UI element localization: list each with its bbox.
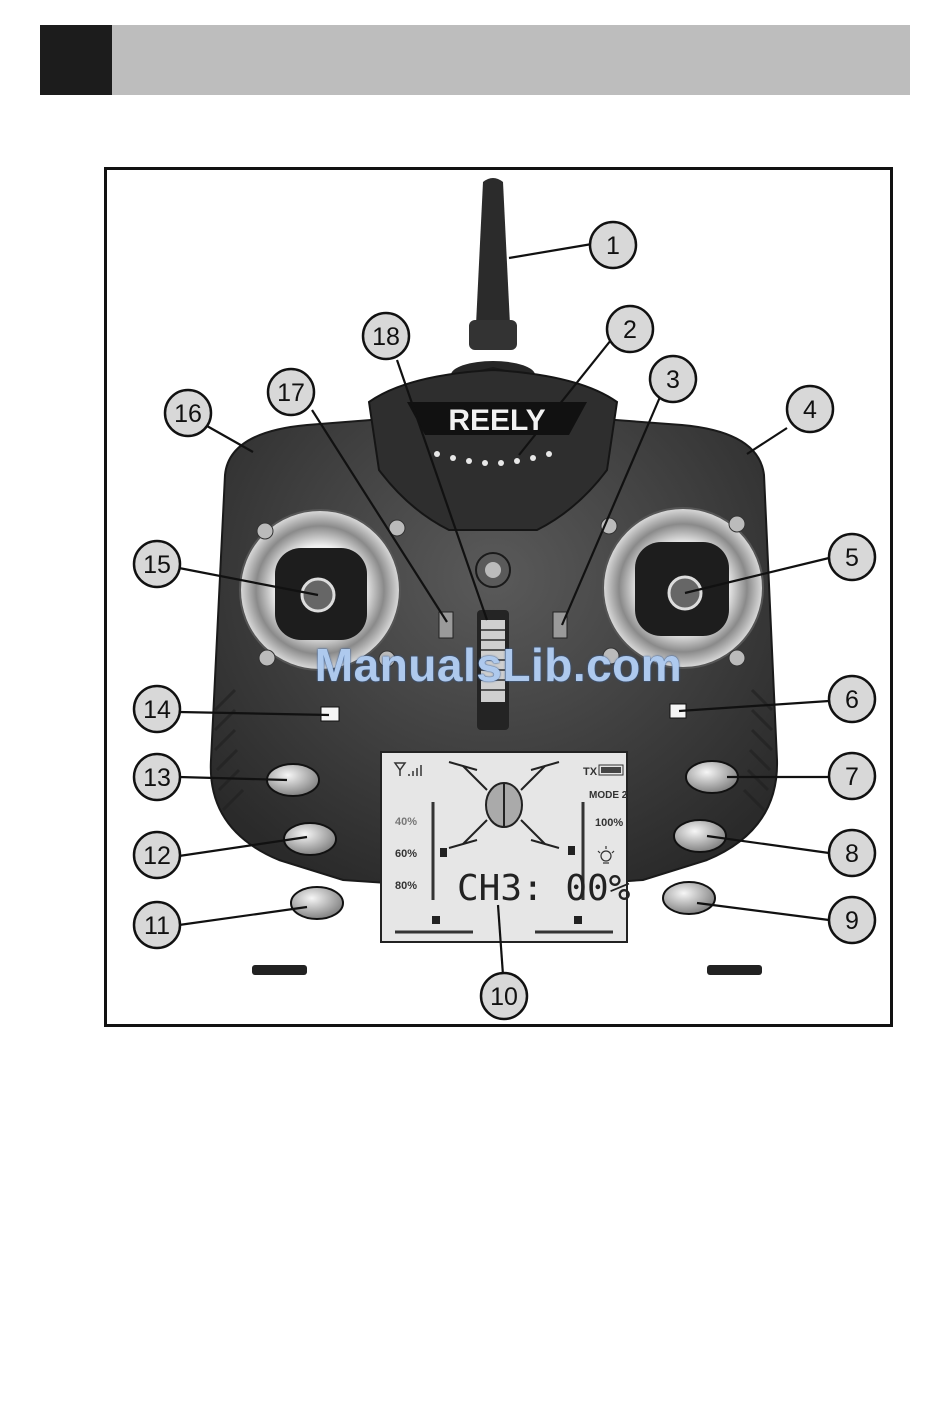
callout-10: 10 bbox=[481, 973, 527, 1019]
callout-4: 4 bbox=[787, 386, 833, 432]
callout-15: 15 bbox=[134, 541, 180, 587]
svg-text:10: 10 bbox=[490, 983, 518, 1011]
lcd-mode-label: MODE 2 bbox=[589, 790, 628, 801]
callout-2: 2 bbox=[607, 306, 653, 352]
callout-17: 17 bbox=[268, 369, 314, 415]
callout-12: 12 bbox=[134, 832, 180, 878]
lcd-display: TX MODE 2 100% 40% 60% 80% bbox=[381, 752, 631, 942]
callout-18: 18 bbox=[363, 313, 409, 359]
header-dark-block bbox=[40, 25, 112, 95]
right-button-bottom[interactable] bbox=[663, 882, 715, 914]
callout-5: 5 bbox=[829, 534, 875, 580]
svg-text:2: 2 bbox=[623, 316, 637, 344]
svg-text:14: 14 bbox=[143, 696, 171, 724]
svg-text:9: 9 bbox=[845, 907, 859, 935]
brand-logo: REELY bbox=[448, 404, 545, 437]
callout-13: 13 bbox=[134, 754, 180, 800]
svg-text:4: 4 bbox=[803, 396, 817, 424]
callout-7: 7 bbox=[829, 753, 875, 799]
svg-text:18: 18 bbox=[372, 323, 400, 351]
header-grey-bar bbox=[112, 25, 910, 95]
svg-text:11: 11 bbox=[144, 912, 170, 940]
lcd-rate-100: 100% bbox=[595, 817, 623, 829]
left-trim-lever[interactable] bbox=[439, 612, 453, 638]
svg-text:7: 7 bbox=[845, 763, 859, 791]
svg-text:13: 13 bbox=[143, 764, 171, 792]
callout-9: 9 bbox=[829, 897, 875, 943]
callout-16: 16 bbox=[165, 390, 211, 436]
svg-text:17: 17 bbox=[277, 379, 305, 407]
lcd-rate-60: 60% bbox=[395, 848, 417, 860]
callout-3: 3 bbox=[650, 356, 696, 402]
right-button-middle[interactable] bbox=[674, 820, 726, 852]
svg-text:16: 16 bbox=[174, 400, 202, 428]
svg-text:8: 8 bbox=[845, 840, 859, 868]
callout-14: 14 bbox=[134, 686, 180, 732]
svg-text:5: 5 bbox=[845, 544, 859, 572]
antenna bbox=[451, 178, 535, 389]
callout-11: 11 bbox=[134, 902, 180, 948]
svg-text:12: 12 bbox=[143, 842, 171, 870]
lcd-rate-80: 80% bbox=[395, 880, 417, 892]
lcd-tx-label: TX bbox=[583, 766, 598, 778]
lcd-channel-readout: CH3: 00% bbox=[457, 868, 631, 909]
left-button-bottom[interactable] bbox=[291, 887, 343, 919]
figure-frame: REELY bbox=[104, 167, 893, 1027]
svg-text:1: 1 bbox=[606, 232, 620, 260]
remote-control-illustration: REELY bbox=[107, 170, 890, 1024]
callout-1: 1 bbox=[590, 222, 636, 268]
svg-text:15: 15 bbox=[143, 551, 171, 579]
lcd-rate-40: 40% bbox=[395, 816, 417, 828]
watermark: ManualsLib.com bbox=[107, 638, 890, 692]
svg-text:3: 3 bbox=[666, 366, 680, 394]
callout-8: 8 bbox=[829, 830, 875, 876]
